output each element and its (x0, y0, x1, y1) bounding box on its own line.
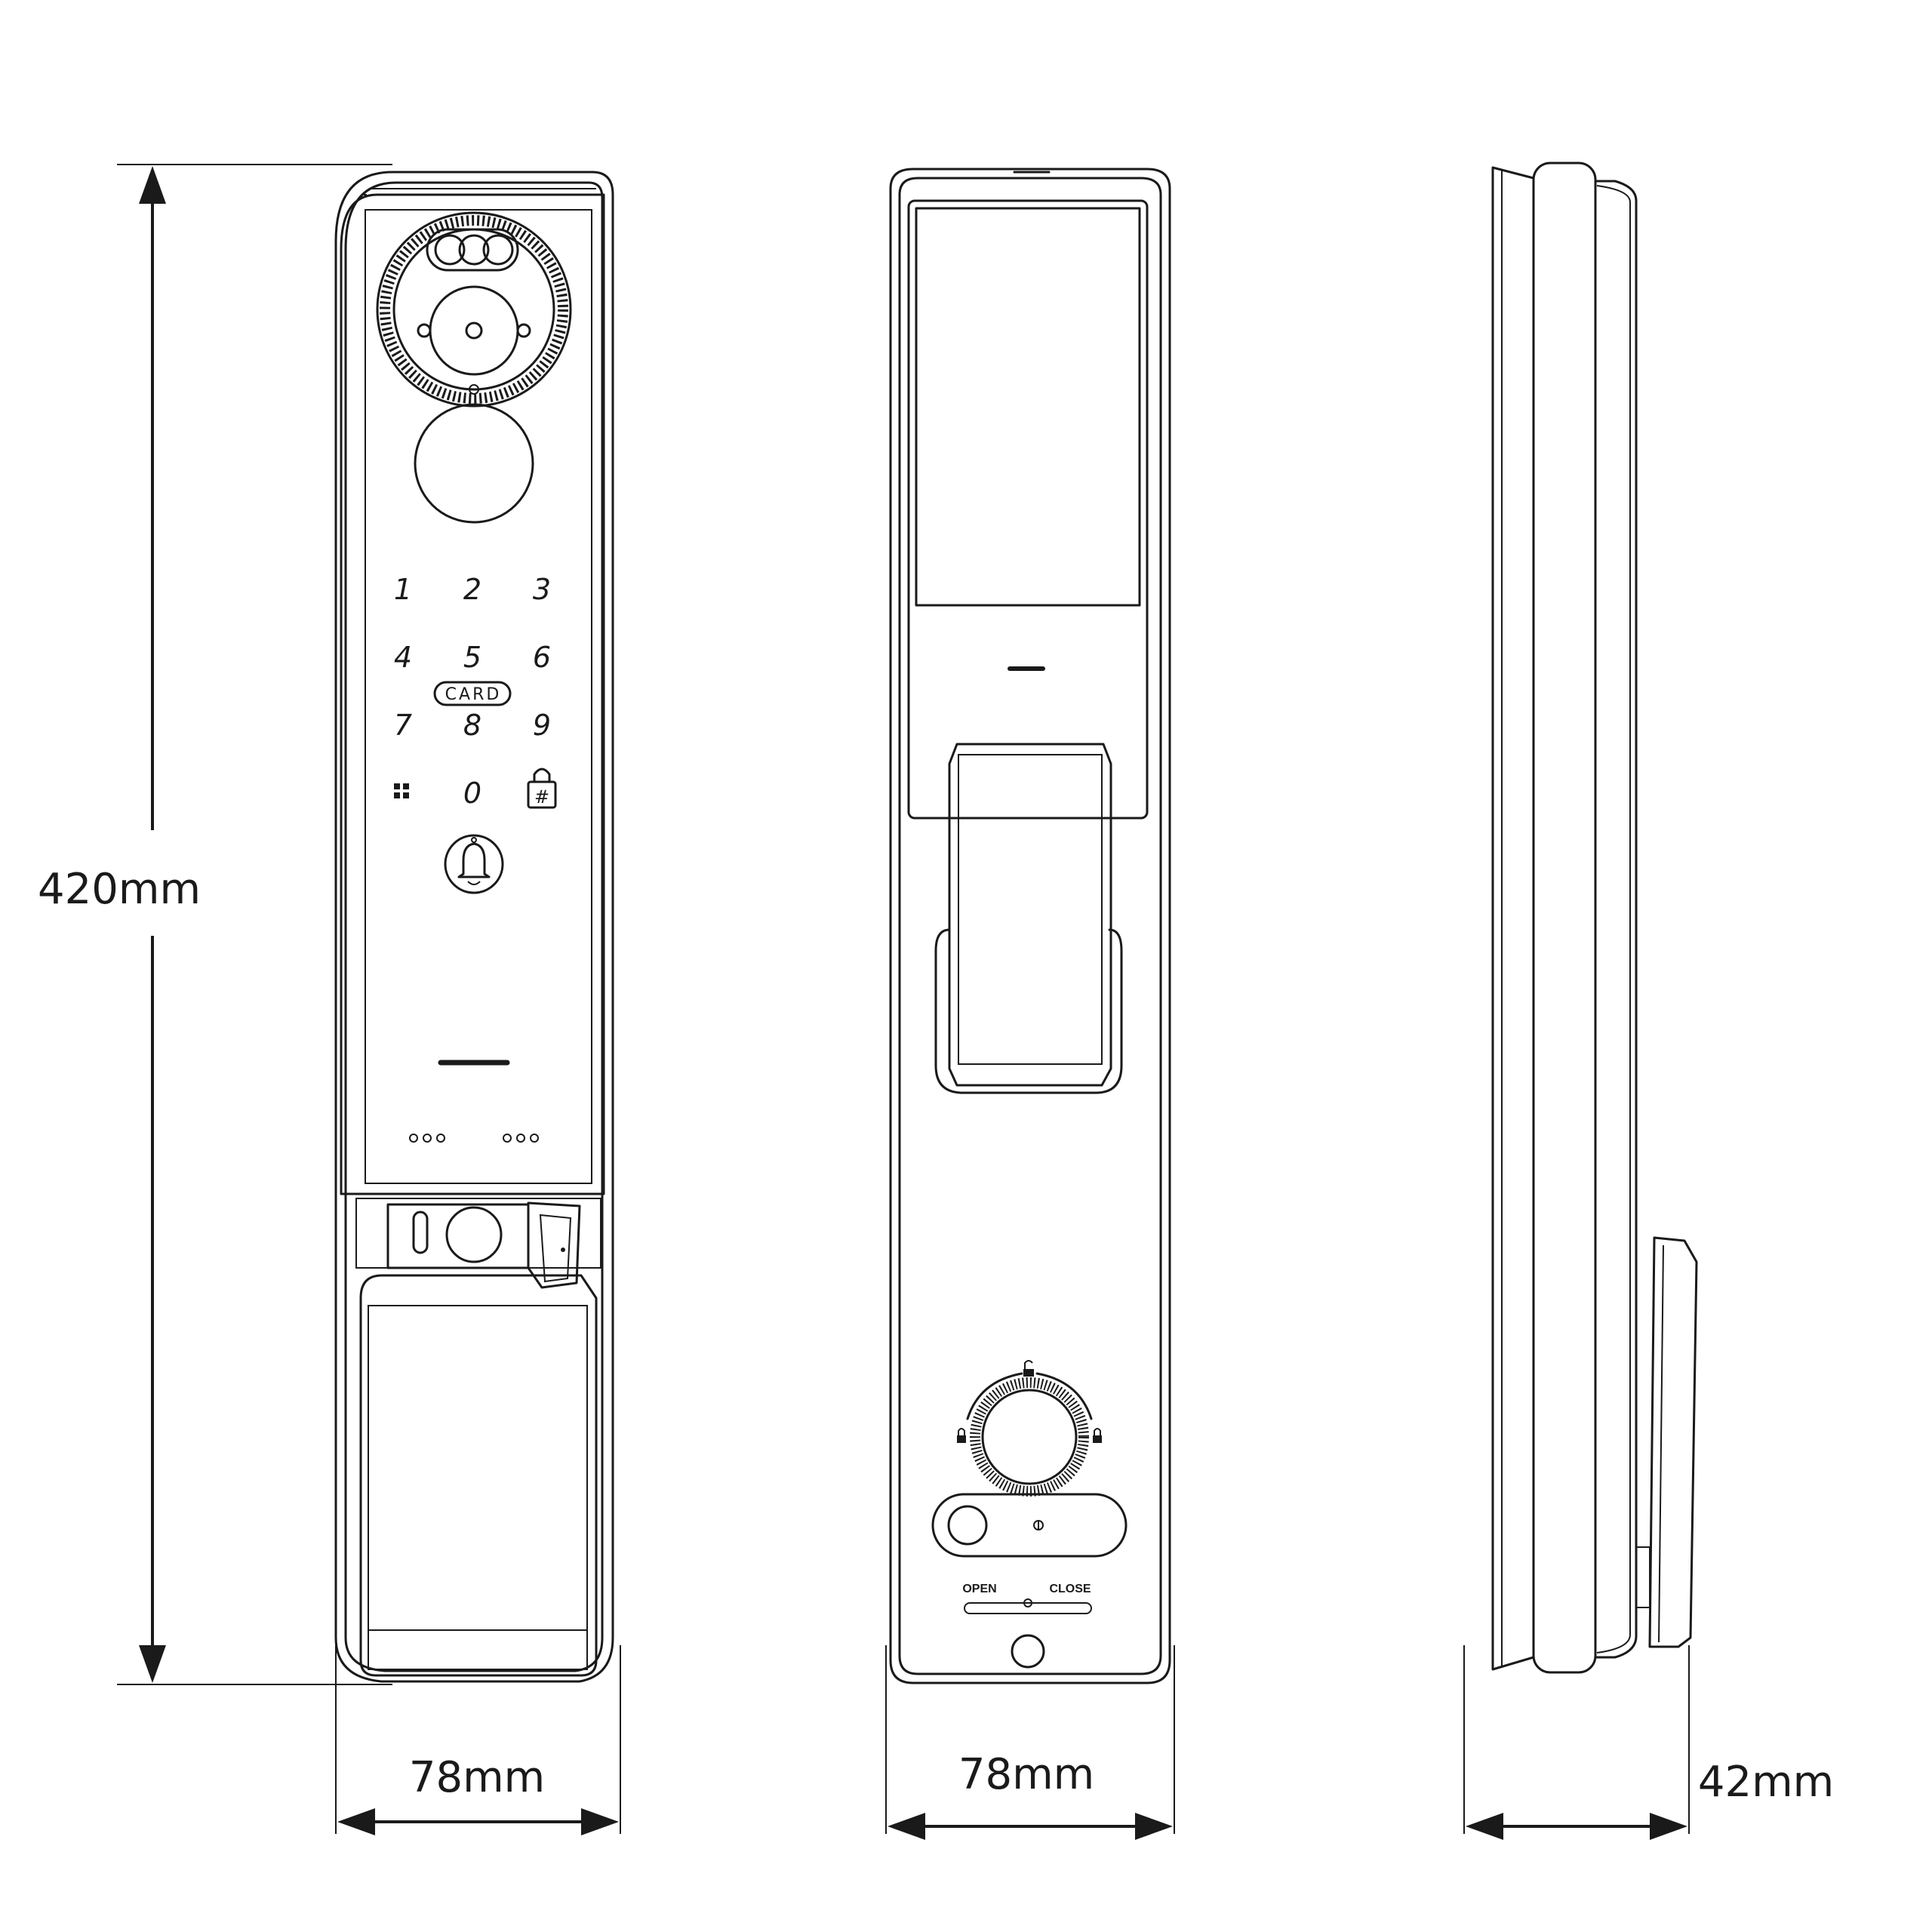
open-label: OPEN (962, 1583, 996, 1595)
key-9: 9 (533, 709, 551, 742)
side-handle (1648, 1236, 1698, 1648)
back-view: OPEN CLOSE 78mm (885, 168, 1175, 1840)
screen (915, 207, 1141, 607)
fingerprint-sensor-icon (414, 403, 534, 524)
keypad: 1 2 3 4 5 6 CARD 7 8 9 0 # (394, 573, 557, 810)
height-label: 420mm (38, 865, 201, 914)
arrow-left-icon (1466, 1813, 1503, 1840)
hash-symbol: # (534, 786, 549, 808)
arrow-up-icon (139, 166, 166, 204)
key-cylinder-icon (445, 1206, 503, 1263)
card-label: CARD (445, 685, 502, 704)
front-width-label: 78mm (409, 1753, 545, 1802)
unlock-icon (1023, 1360, 1034, 1377)
arrow-right-icon (1135, 1813, 1173, 1840)
arrow-down-icon (139, 1645, 166, 1683)
arrow-right-icon (1650, 1813, 1687, 1840)
battery-compartment (931, 1493, 1128, 1558)
key-1: 1 (394, 573, 412, 606)
card-badge (433, 681, 512, 706)
side-depth-label: 42mm (1698, 1758, 1834, 1807)
lock-left-icon (957, 1428, 966, 1443)
key-hole-icon (1011, 1634, 1045, 1669)
reset-button-icon (947, 1505, 988, 1546)
front-view: 1 2 3 4 5 6 CARD 7 8 9 0 # (334, 171, 621, 1835)
key-6: 6 (533, 641, 551, 674)
star-key-icon (394, 783, 409, 798)
lock-right-icon (1093, 1428, 1102, 1443)
speaker-dots (409, 1134, 539, 1143)
usb-port-icon (412, 1211, 429, 1254)
back-handle (948, 743, 1112, 1087)
back-width-label: 78mm (958, 1750, 1094, 1799)
bell-icon (444, 834, 504, 894)
arrow-left-icon (888, 1813, 925, 1840)
key-5: 5 (463, 641, 481, 674)
key-8: 8 (463, 709, 481, 742)
front-handle (359, 1274, 598, 1677)
arrow-right-icon (581, 1808, 619, 1835)
open-close-switch (964, 1602, 1092, 1614)
side-view: 42mm (1463, 162, 1834, 1840)
lock-hash-icon: # (527, 768, 557, 809)
key-4: 4 (394, 641, 412, 674)
key-3: 3 (533, 573, 551, 606)
height-dimension: 420mm (38, 164, 392, 1685)
arrow-left-icon (337, 1808, 375, 1835)
key-0: 0 (463, 777, 481, 810)
close-label: CLOSE (1049, 1583, 1091, 1595)
rotary-knob-icon (966, 1372, 1093, 1497)
key-7: 7 (394, 709, 412, 742)
key-2: 2 (463, 573, 481, 606)
